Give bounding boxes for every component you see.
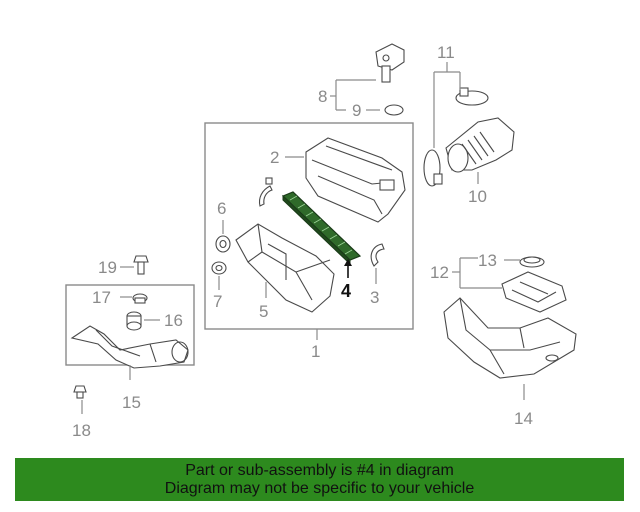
upper-housing-part[interactable] (305, 137, 406, 223)
clip-part[interactable] (258, 185, 273, 207)
lower-housing-part[interactable] (235, 223, 335, 313)
banner-line-2: Diagram may not be specific to your vehi… (164, 479, 475, 497)
intake-duct-part-10[interactable] (445, 117, 515, 173)
insulator-part-16[interactable] (126, 311, 142, 331)
callout-8[interactable]: 8 (318, 87, 327, 106)
callout-18[interactable]: 18 (72, 421, 91, 440)
grommet-part-6[interactable] (215, 235, 231, 253)
o-ring-part-9[interactable] (384, 104, 404, 116)
callout-1[interactable]: 1 (311, 342, 320, 361)
callout-3[interactable]: 3 (370, 288, 379, 307)
info-banner: Part or sub-assembly is #4 in diagram Di… (15, 458, 624, 501)
clip-part-3[interactable] (370, 243, 385, 267)
callout-7[interactable]: 7 (213, 292, 222, 311)
banner-line-1: Part or sub-assembly is #4 in diagram (185, 461, 454, 479)
callout-11[interactable]: 11 (437, 43, 455, 62)
air-filter-element-part[interactable] (281, 191, 362, 266)
grommet-part-7[interactable] (211, 261, 227, 275)
hose-clamp-upper[interactable] (455, 87, 489, 106)
hose-clamp-lower[interactable] (423, 149, 443, 187)
callout-4[interactable]: 4 (341, 281, 351, 301)
callout-19[interactable]: 19 (98, 258, 117, 277)
tray-part-14[interactable] (443, 297, 577, 379)
air-cleaner-assembly-box (204, 122, 414, 330)
nut-part-17[interactable] (132, 293, 148, 304)
callout-16[interactable]: 16 (164, 311, 183, 330)
callout-9[interactable]: 9 (352, 101, 361, 120)
airflow-sensor-part-8[interactable] (375, 43, 405, 83)
clip-fastener (265, 177, 273, 185)
callout-6[interactable]: 6 (217, 199, 226, 218)
callout-2[interactable]: 2 (270, 148, 279, 167)
callout-13[interactable]: 13 (478, 251, 497, 270)
callout-17[interactable]: 17 (92, 288, 111, 307)
bolt-part-19[interactable] (133, 255, 149, 275)
resonator-duct-part[interactable] (70, 325, 189, 369)
callout-14[interactable]: 14 (514, 409, 533, 428)
callout-5[interactable]: 5 (259, 302, 268, 321)
cap-part-13[interactable] (519, 256, 545, 268)
callout-10[interactable]: 10 (468, 187, 487, 206)
callout-15[interactable]: 15 (122, 393, 141, 412)
callout-12[interactable]: 12 (430, 263, 449, 282)
fastener-part-18[interactable] (73, 385, 87, 399)
tray-bracket-part-12[interactable] (501, 271, 567, 313)
